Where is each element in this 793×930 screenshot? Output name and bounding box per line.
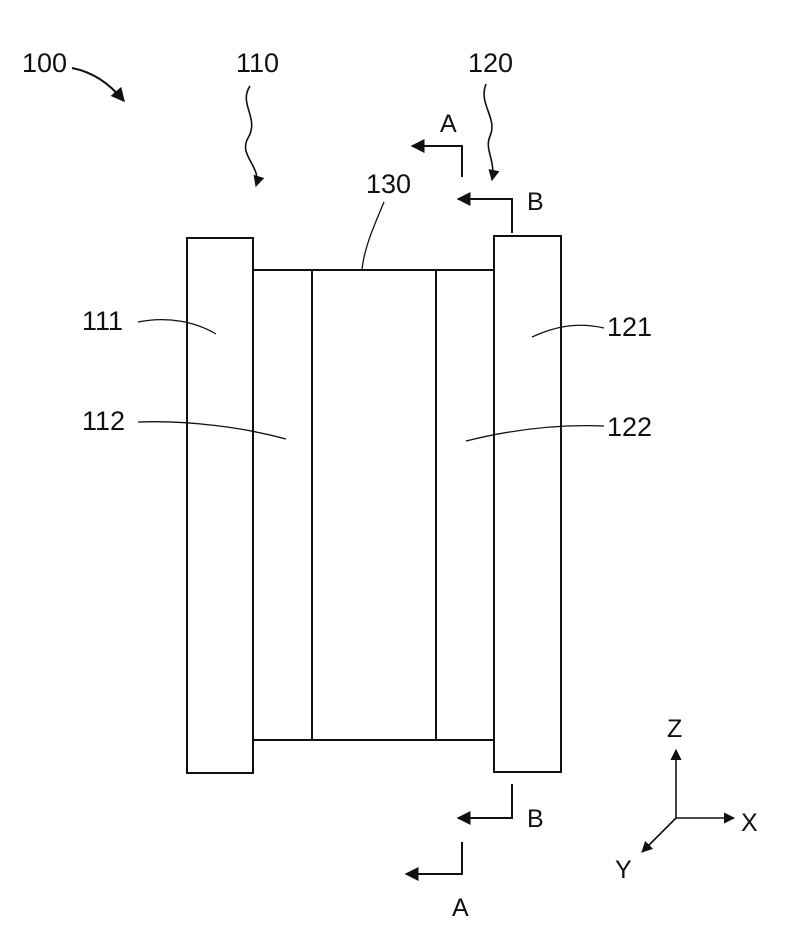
section-b-top-label: B [527, 188, 544, 216]
section-mark-b-top: B [458, 188, 544, 233]
section-mark-b-bottom: B [458, 784, 544, 833]
inner-plate-112 [253, 270, 312, 740]
section-mark-a-top: A [412, 110, 462, 177]
section-mark-a-bottom: A [406, 842, 469, 922]
outer-plate-121 [494, 236, 561, 772]
label-110: 110 [236, 48, 279, 78]
axis-z-label: Z [667, 715, 682, 743]
coordinate-axes: Z X Y [615, 715, 758, 884]
section-b-bottom-label: B [527, 805, 544, 833]
section-a-top-label: A [440, 110, 457, 138]
arrow-120 [484, 84, 493, 180]
outer-plate-111 [187, 238, 253, 773]
assembly-body [187, 236, 561, 773]
label-112: 112 [82, 406, 125, 436]
axis-y-label: Y [615, 856, 632, 884]
axis-x-label: X [741, 809, 758, 837]
axis-y-arrow [642, 818, 676, 852]
label-130: 130 [366, 169, 411, 199]
arrow-110 [246, 86, 257, 186]
label-120: 120 [468, 48, 513, 78]
arrow-100 [72, 68, 124, 101]
section-a-bottom-label: A [452, 894, 469, 922]
label-111: 111 [82, 306, 123, 336]
leader-130 [362, 202, 384, 270]
label-121: 121 [607, 312, 652, 342]
inner-plate-122 [436, 270, 494, 740]
label-100: 100 [22, 48, 67, 78]
label-122: 122 [607, 412, 652, 442]
